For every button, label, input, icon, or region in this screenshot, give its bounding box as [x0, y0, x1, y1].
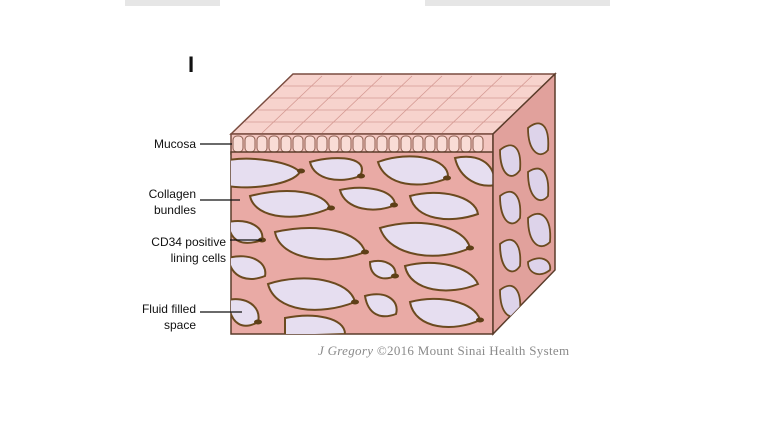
credit-author: J Gregory — [318, 343, 374, 358]
cd34-cells-front — [254, 168, 484, 325]
label-fluid-filled-space: Fluid filled space — [141, 302, 196, 332]
faint-top-bar-left — [125, 0, 220, 6]
label-leader-lines — [200, 143, 262, 313]
mucosa-cells — [232, 135, 484, 153]
credit-rest: ©2016 Mount Sinai Health System — [373, 343, 570, 358]
copyright-credit: J Gregory ©2016 Mount Sinai Health Syste… — [318, 343, 569, 359]
label-cd34-positive-lining-cells: CD34 positive lining cells — [151, 235, 226, 265]
mucosa-texture — [245, 75, 543, 134]
label-mucosa: Mucosa — [153, 137, 196, 151]
faint-top-bar-right — [425, 0, 610, 6]
fluid-spaces-side — [499, 122, 552, 318]
label-collagen-bundles: Collagen bundles — [148, 187, 196, 217]
panel-letter: I — [188, 52, 195, 77]
